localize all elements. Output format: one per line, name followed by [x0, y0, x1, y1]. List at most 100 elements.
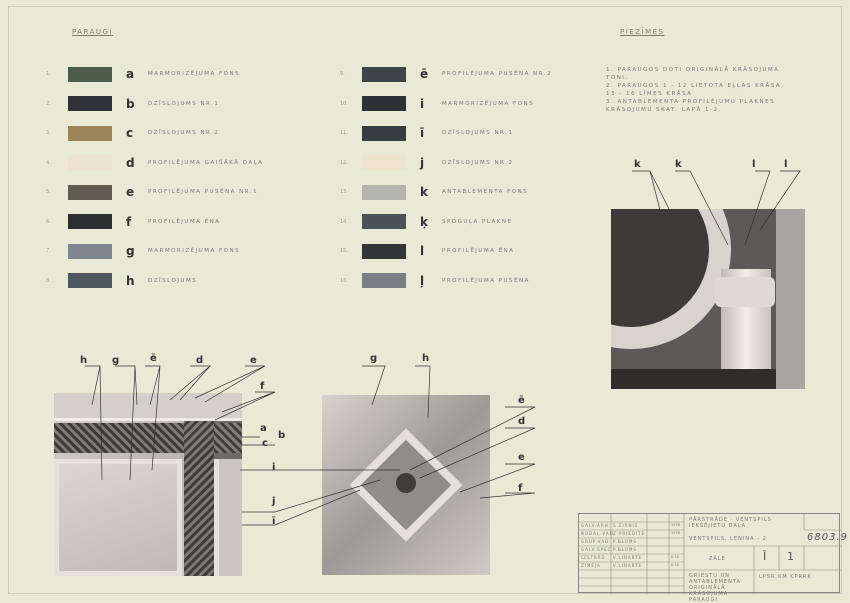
color-swatch: [362, 96, 406, 111]
date: 1978: [671, 523, 680, 527]
color-swatch: [68, 184, 112, 200]
sample-row: 4. d PROFILĒJUMA GAIŠĀKĀ DAĻA: [46, 155, 263, 171]
person-name: P.BLŪMS: [613, 547, 637, 552]
sample-letter: ļ: [420, 273, 425, 288]
sample-letter: f: [126, 214, 132, 229]
label-f: f: [518, 483, 523, 494]
sample-number: 12.: [340, 159, 348, 166]
label-k: k: [634, 159, 641, 170]
photo-ceiling-rosette: [322, 395, 490, 575]
person-name: P.BLŪMS: [613, 539, 637, 544]
sample-letter: j: [420, 155, 425, 170]
sample-number: 9.: [340, 71, 345, 77]
photo-entablature-column: [611, 209, 805, 389]
sample-letter: a: [126, 67, 135, 81]
sample-number: 2.: [46, 100, 51, 107]
sample-number: 7.: [46, 248, 51, 254]
sample-description: MARMORIZĒJUMA FONS: [148, 71, 241, 77]
sample-number: 4.: [46, 159, 51, 166]
color-swatch: [362, 184, 406, 200]
date: 6.78: [671, 563, 679, 567]
label-e-macron: ē: [518, 395, 525, 406]
sample-letter: l: [420, 244, 425, 258]
date: 6.78: [671, 555, 679, 559]
sample-description: ANTABLEMENTA FONS: [442, 189, 529, 195]
sample-number: 10.: [340, 100, 348, 107]
sample-number: 5.: [46, 189, 51, 195]
label-a: a: [260, 423, 267, 434]
stage: Ī: [763, 550, 768, 563]
sample-description: PROFILĒJUMA PUSĒNA NR.1: [148, 189, 259, 195]
sample-letter: g: [126, 244, 135, 258]
sample-letter: ī: [420, 126, 425, 140]
note: 2. PARAUGOS 1 - 12 LIETOTA EĻĻAS KRĀSA, …: [606, 83, 785, 97]
color-swatch: [362, 243, 406, 259]
color-swatch: [68, 125, 112, 141]
sample-row: 5. e PROFILĒJUMA PUSĒNA NR.1: [46, 184, 258, 200]
sample-number: 13.: [340, 189, 348, 195]
sample-letter: ē: [420, 67, 429, 81]
notes-title: PIEZĪMES: [620, 28, 665, 36]
samples-title: PARAUGI: [72, 28, 114, 36]
label-b: b: [278, 430, 286, 441]
sample-letter: ķ: [420, 214, 428, 229]
sample-letter: c: [126, 126, 134, 140]
color-swatch: [362, 273, 406, 288]
color-swatch: [68, 155, 112, 170]
role: NODAĻ.VAD.: [581, 531, 616, 536]
color-swatch: [362, 214, 406, 229]
color-swatch: [362, 125, 406, 141]
sample-letter: k: [420, 185, 428, 199]
sample-description: PROFILĒJUMA PUSĒNA NR.2: [442, 71, 553, 77]
sample-number: 11.: [340, 130, 348, 136]
person-name: V.LINARTE: [613, 563, 643, 568]
date: 1978: [671, 531, 680, 535]
label-d: d: [518, 416, 526, 427]
label-e: e: [250, 355, 257, 366]
sheet-number: 1: [787, 550, 795, 563]
organization: PĀRSTRĀDE · VENTSPILS IEKŠĒJIETU DAĻA: [689, 517, 772, 529]
sample-letter: h: [126, 273, 135, 288]
person-name: S.ZIRNIS: [613, 523, 639, 528]
title-block-grid: [579, 514, 841, 594]
object-address: VENTSPILS, LEŅINA - 2: [689, 536, 767, 542]
color-swatch: [68, 243, 112, 259]
role: IZSTRĀD.: [581, 555, 608, 560]
sample-letter: b: [126, 96, 135, 111]
label-g: g: [370, 353, 378, 364]
notes-list: 1. PARAUGOS DOTI ORIGINĀLĀ KRĀSOJUMA TON…: [606, 66, 796, 114]
color-swatch: [362, 155, 406, 170]
sample-number: 8.: [46, 277, 51, 284]
sample-number: 6.: [46, 218, 51, 225]
label-l: l: [752, 159, 756, 170]
label-h: h: [80, 355, 88, 366]
sample-description: MARMORIZĒJUMA FONS: [148, 248, 241, 254]
role: ZĪMĒJA: [581, 563, 601, 568]
sample-letter: e: [126, 185, 135, 199]
label-i: i: [272, 462, 276, 473]
sample-description: PROFILĒJUMA GAIŠĀKĀ DAĻA: [148, 159, 264, 166]
role: GALV.ARH.: [581, 523, 611, 528]
color-swatch: [68, 96, 112, 111]
sample-letter: d: [126, 155, 135, 170]
sample-number: 15.: [340, 248, 348, 254]
drawing-number: 6803.9: [807, 532, 848, 543]
sample-letter: i: [420, 96, 425, 111]
drawing-frame: [8, 6, 842, 594]
sheet-title: GRIESTU UN ANTABLEMENTA ORIGINĀLĀ KRĀSOJ…: [689, 573, 741, 603]
label-f: f: [260, 381, 265, 392]
label-e-macron: ē: [150, 353, 157, 364]
color-swatch: [362, 66, 406, 82]
sample-row: 7. g MARMORIZĒJUMA FONS: [46, 243, 240, 259]
label-c: c: [262, 438, 268, 449]
note: 3. ANTABLEMENTA PROFILĒJUMU PLAKNES KRĀS…: [606, 99, 776, 113]
label-k-cedilla: k: [675, 159, 682, 170]
